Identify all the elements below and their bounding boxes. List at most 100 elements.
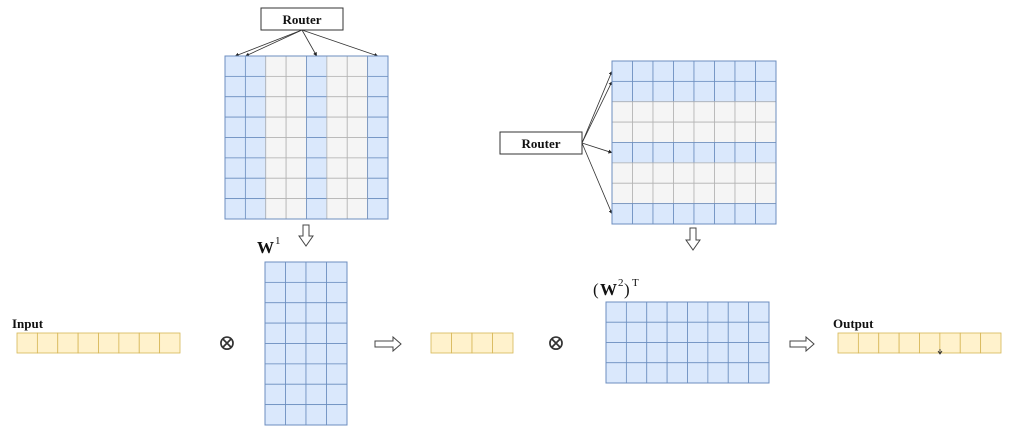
matrix-cell bbox=[693, 203, 715, 225]
matrix-cell bbox=[285, 261, 307, 283]
matrix-cell bbox=[625, 301, 648, 323]
matrix-cell bbox=[224, 157, 246, 179]
matrix-cell bbox=[346, 55, 369, 77]
matrix-cell bbox=[714, 101, 736, 123]
matrix-cell bbox=[748, 342, 770, 364]
matrix-cell bbox=[265, 96, 287, 118]
matrix-cell bbox=[367, 96, 389, 118]
matrix-cell bbox=[687, 342, 709, 364]
matrix-cell bbox=[264, 363, 286, 385]
matrix-cell bbox=[611, 101, 633, 123]
matrix-cell bbox=[367, 137, 389, 159]
w2t-base: W bbox=[600, 280, 617, 299]
matrix-cell bbox=[748, 301, 770, 323]
router-right[interactable]: Router bbox=[499, 131, 583, 155]
matrix-cell bbox=[305, 363, 327, 385]
matrix-cell bbox=[734, 142, 756, 164]
matrix-cell bbox=[652, 142, 674, 164]
matrix-cell bbox=[632, 60, 654, 82]
matrix-cell bbox=[611, 162, 633, 184]
router-left[interactable]: Router bbox=[260, 7, 344, 31]
vector-cell bbox=[159, 332, 181, 354]
matrix-cell bbox=[652, 203, 674, 225]
matrix-cell bbox=[306, 75, 328, 98]
matrix-cell bbox=[652, 162, 674, 184]
matrix-cell bbox=[306, 198, 328, 220]
matrix-cell bbox=[605, 362, 627, 384]
matrix-cell bbox=[367, 157, 389, 179]
matrix-cell bbox=[305, 322, 327, 344]
matrix-cell bbox=[306, 137, 328, 159]
matrix-cell bbox=[755, 60, 777, 82]
matrix-cell bbox=[265, 137, 287, 159]
matrix-cell bbox=[673, 60, 695, 82]
router-right-label: Router bbox=[522, 136, 561, 151]
matrix-cell bbox=[611, 60, 633, 82]
matrix-cell bbox=[727, 342, 750, 364]
router-arrow bbox=[581, 142, 613, 215]
matrix-cell bbox=[264, 322, 286, 344]
matrix-cell bbox=[611, 203, 633, 225]
matrix-cell bbox=[305, 302, 327, 324]
router-arrow bbox=[301, 29, 318, 57]
matrix-border bbox=[605, 301, 770, 384]
matrix-cell bbox=[646, 362, 668, 384]
matrix-cell bbox=[326, 198, 348, 220]
matrix-cell bbox=[306, 55, 328, 77]
matrix-cell bbox=[714, 203, 736, 225]
vector-cell bbox=[16, 332, 38, 354]
matrix-cell bbox=[625, 342, 648, 364]
matrix-cell bbox=[687, 362, 709, 384]
matrix-cell bbox=[367, 75, 389, 98]
down-arrow-right bbox=[685, 227, 701, 251]
matrix-cell bbox=[755, 162, 777, 184]
down-arrow-left bbox=[298, 224, 314, 247]
vector-cell bbox=[980, 332, 1002, 354]
vector-cell bbox=[471, 332, 493, 354]
matrix-cell bbox=[285, 281, 307, 304]
matrix-cell bbox=[224, 55, 246, 77]
matrix-cell bbox=[224, 137, 246, 159]
matrix-cell bbox=[264, 281, 286, 304]
matrix-cell bbox=[693, 142, 715, 164]
output-vector bbox=[837, 332, 1002, 354]
matrix-cell bbox=[305, 404, 327, 426]
matrix-cell bbox=[734, 60, 756, 82]
matrix-cell bbox=[714, 80, 736, 103]
router-arrow bbox=[245, 29, 303, 57]
matrix-cell bbox=[285, 157, 307, 179]
matrix-cell bbox=[652, 80, 674, 103]
vector-cell bbox=[138, 332, 161, 354]
matrix-cell bbox=[244, 177, 267, 200]
matrix-cell bbox=[727, 362, 750, 384]
matrix-cell bbox=[367, 177, 389, 200]
w2t-transpose: T bbox=[632, 277, 639, 289]
matrix-cell bbox=[326, 363, 348, 385]
matrix-cell bbox=[346, 198, 369, 220]
matrix-cell bbox=[285, 198, 307, 220]
matrix-cell bbox=[264, 302, 286, 324]
right-arrow-1 bbox=[374, 335, 402, 353]
matrix-cell bbox=[632, 80, 654, 103]
matrix-cell bbox=[244, 75, 267, 98]
matrix-cell bbox=[714, 162, 736, 184]
w2t-open: ( bbox=[593, 280, 599, 299]
matrix-cell bbox=[666, 362, 688, 384]
matrix-cell bbox=[652, 101, 674, 123]
matrix-cell bbox=[652, 121, 674, 143]
matrix-cell bbox=[748, 362, 770, 384]
matrix-cell bbox=[265, 177, 287, 200]
matrix-cell bbox=[707, 342, 729, 364]
output-label: Output bbox=[833, 316, 874, 331]
matrix-cell bbox=[306, 116, 328, 138]
router-column-matrix bbox=[224, 55, 389, 220]
matrix-cell bbox=[755, 203, 777, 225]
matrix-cell bbox=[632, 203, 654, 225]
matrix-cell bbox=[326, 404, 348, 426]
matrix-cell bbox=[755, 121, 777, 143]
w1-sup: 1 bbox=[275, 235, 281, 247]
matrix-cell bbox=[632, 182, 654, 205]
matrix-cell bbox=[693, 80, 715, 103]
matrix-cell bbox=[693, 121, 715, 143]
